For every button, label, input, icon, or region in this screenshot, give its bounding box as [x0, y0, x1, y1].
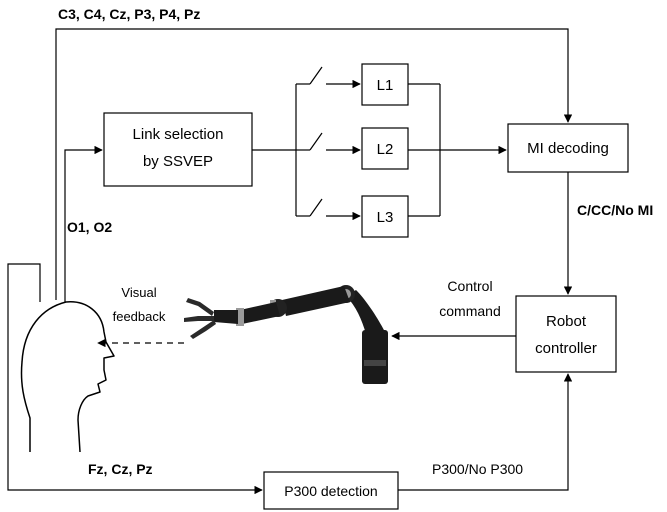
p300-electrodes-label: Fz, Cz, Pz: [88, 461, 153, 477]
robotic-arm-icon: [184, 285, 388, 384]
robot-controller-block: Robot controller: [515, 295, 617, 373]
p300-signal-path: [7, 263, 263, 495]
ssvep-signal-path: [64, 145, 103, 302]
robot-controller-subtitle: controller: [535, 340, 597, 357]
visual-feedback-label-1: Visual: [121, 285, 156, 300]
mi-decoding-block: MI decoding: [507, 123, 629, 173]
visual-feedback-label-2: feedback: [113, 309, 166, 324]
p300-detection-label: P300 detection: [284, 483, 377, 499]
p300-output-label: P300/No P300: [432, 461, 523, 477]
link-l3-label: L3: [377, 209, 394, 226]
robot-controller-title: Robot: [546, 313, 587, 330]
link-l1-block: L1: [361, 63, 409, 106]
link-selection-block: Link selection by SSVEP: [103, 112, 253, 187]
link-l3-block: L3: [361, 195, 409, 238]
p300-detection-block: P300 detection: [263, 471, 399, 510]
switch-l3: [296, 198, 361, 221]
link-selection-title: Link selection: [133, 126, 224, 143]
link-l2-label: L2: [377, 141, 394, 158]
mi-decoding-label: MI decoding: [527, 140, 609, 157]
link-selection-subtitle: by SSVEP: [143, 153, 213, 170]
mi-signal-path: [55, 28, 573, 300]
control-command-label-2: command: [439, 303, 500, 319]
mi-output-label: C/CC/No MI: [577, 202, 653, 218]
switch-l1: [296, 66, 361, 89]
mi-electrodes-label: C3, C4, Cz, P3, P4, Pz: [58, 6, 200, 22]
ssvep-electrodes-label: O1, O2: [67, 219, 112, 235]
link-l1-label: L1: [377, 77, 394, 94]
p300-output-path: [398, 373, 573, 491]
human-head-icon: [20, 301, 115, 453]
link-l2-block: L2: [361, 127, 409, 170]
switch-l2: [296, 132, 361, 155]
control-command-label-1: Control: [447, 278, 492, 294]
